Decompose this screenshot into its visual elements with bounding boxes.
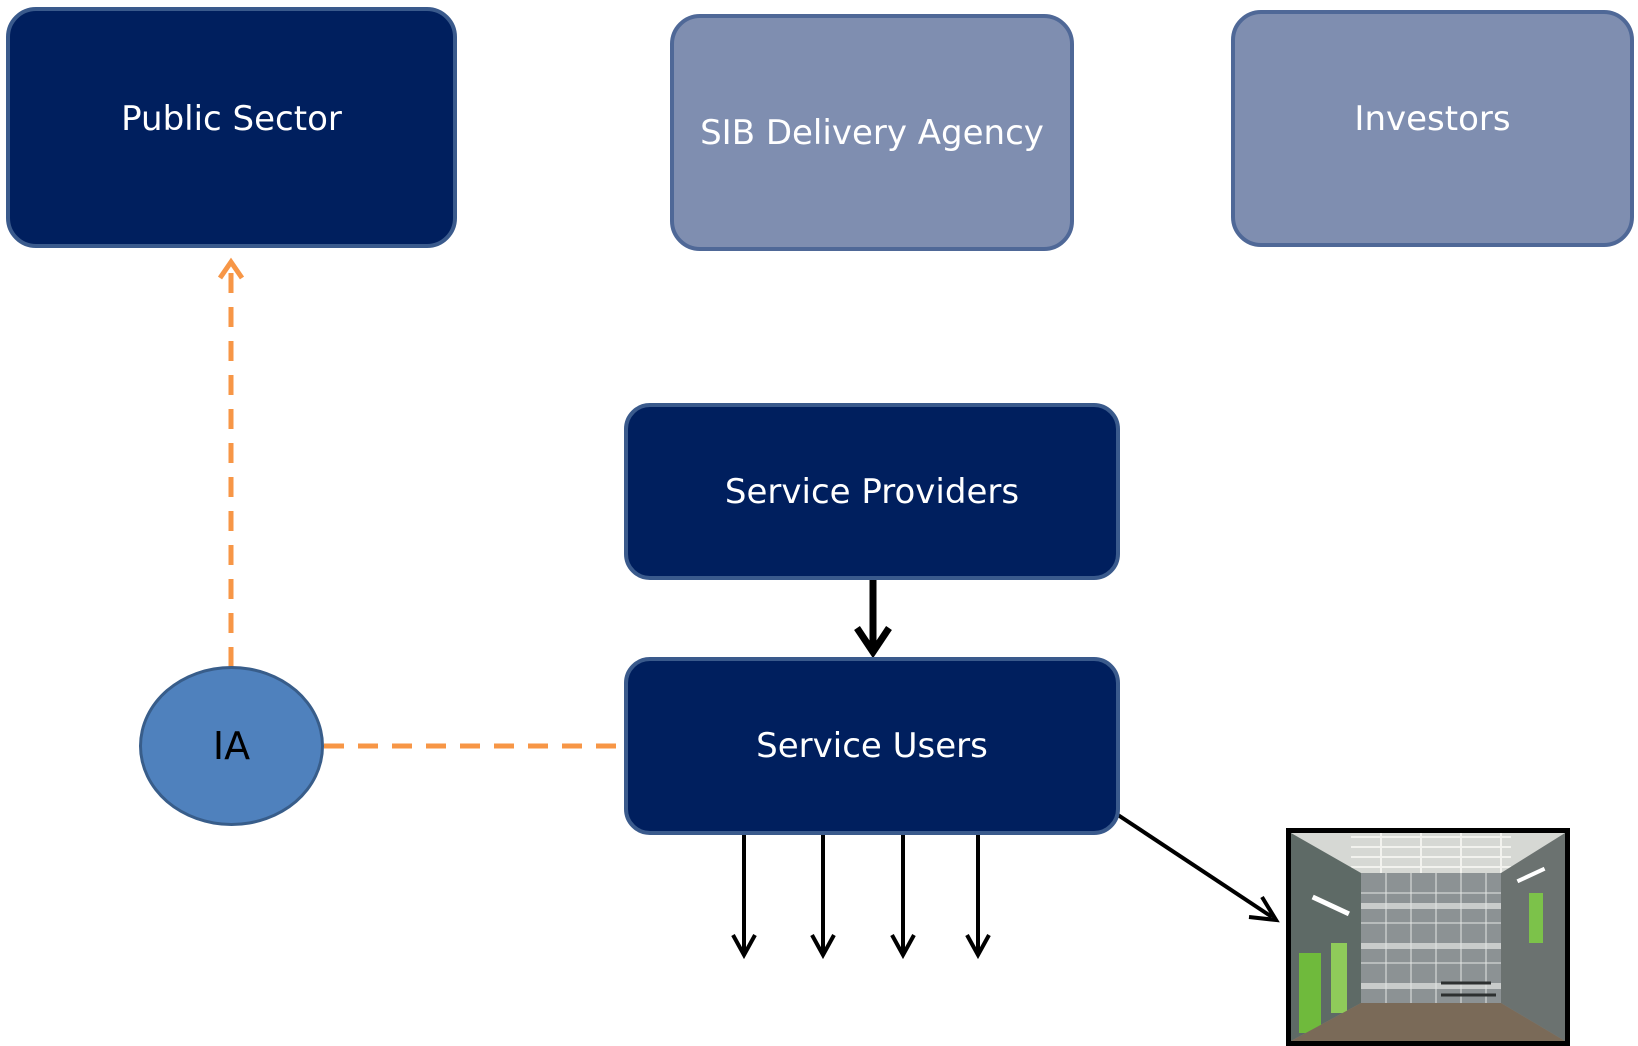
service-providers-label: Service Providers xyxy=(724,471,1020,512)
prison-interior-image xyxy=(1291,833,1565,1041)
public-sector-label: Public Sector xyxy=(121,98,342,139)
down-arrow-3-head xyxy=(890,934,916,960)
prison-interior-photo xyxy=(1286,828,1570,1046)
service-users-label: Service Users xyxy=(756,726,988,766)
down-arrows xyxy=(731,834,991,960)
sib-delivery-agency-label: SIB Delivery Agency xyxy=(700,112,1044,153)
down-arrow-4-head xyxy=(965,934,991,960)
public-sector-box: Public Sector xyxy=(6,7,457,248)
arrowhead-users-to-photo xyxy=(1248,895,1280,923)
service-users-box: Service Users xyxy=(624,657,1120,835)
sib-delivery-agency-box: SIB Delivery Agency xyxy=(670,14,1074,251)
arrowhead-providers-to-users xyxy=(854,626,892,659)
ia-label: IA xyxy=(212,724,251,768)
dashed-arrowhead-public-sector xyxy=(217,257,245,280)
service-providers-box: Service Providers xyxy=(624,403,1120,580)
investors-label: Investors xyxy=(1354,98,1511,139)
investors-box: Investors xyxy=(1231,10,1634,247)
down-arrow-1-head xyxy=(731,934,757,960)
ia-oval: IA xyxy=(139,666,324,826)
arrow-users-to-photo xyxy=(1113,811,1274,919)
down-arrow-2-head xyxy=(810,934,836,960)
